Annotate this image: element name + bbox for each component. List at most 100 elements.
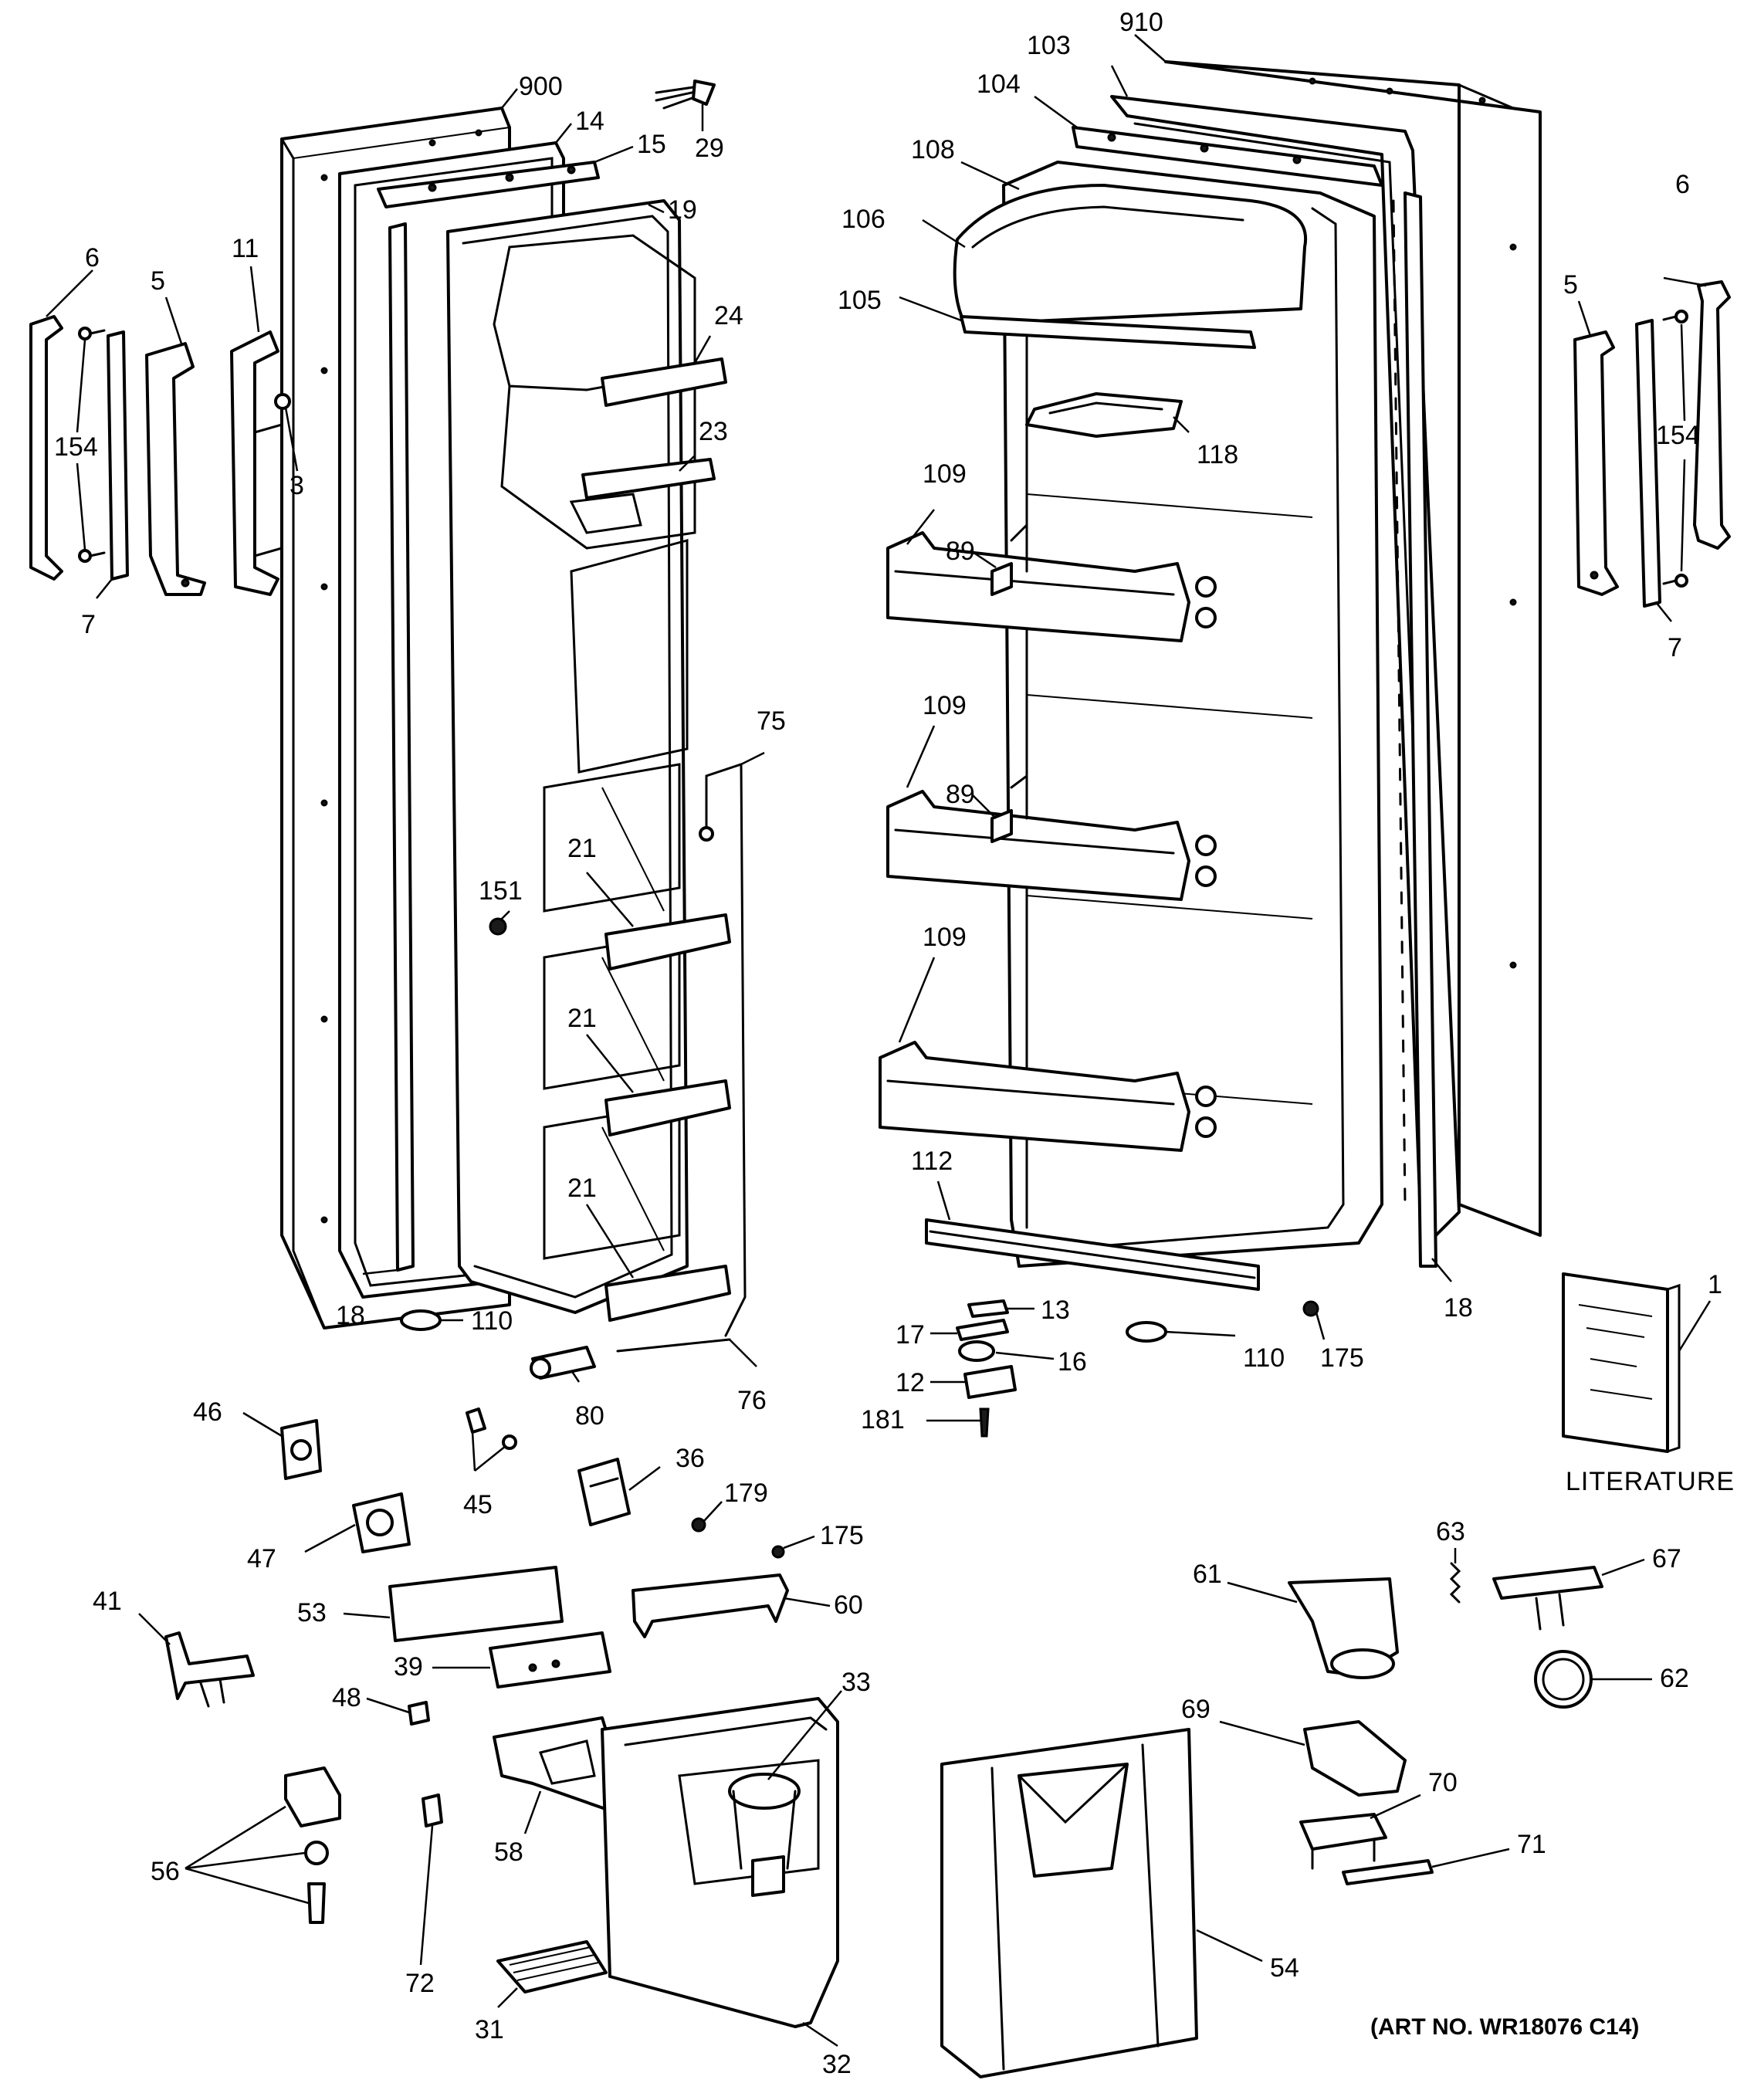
- callout-13: 13: [1041, 1296, 1070, 1325]
- dairy-door-105: [960, 315, 1256, 349]
- callout-112: 112: [911, 1147, 953, 1176]
- callout-11: 11: [232, 234, 259, 263]
- callout-58: 58: [494, 1838, 523, 1867]
- callout-151: 151: [479, 876, 523, 906]
- freezer-shelf-bar-21-lower: [604, 1265, 731, 1322]
- freezer-side-strip: [388, 222, 415, 1272]
- callout-5-right: 5: [1563, 270, 1578, 300]
- freezer-handle-mount-5: [145, 342, 206, 596]
- callout-61: 61: [1193, 1560, 1222, 1589]
- literature-label: LITERATURE: [1566, 1467, 1735, 1496]
- callout-7-right: 7: [1668, 633, 1682, 662]
- dispenser-recess-54: [940, 1728, 1198, 2078]
- chute-61: [1288, 1577, 1399, 1679]
- callout-109-upper: 109: [923, 459, 967, 489]
- callout-29: 29: [695, 134, 724, 163]
- door-stop-110-right: [1126, 1321, 1167, 1343]
- actuator-47: [352, 1492, 411, 1553]
- callout-104: 104: [977, 69, 1021, 99]
- callout-62: 62: [1660, 1664, 1689, 1693]
- callout-89-middle: 89: [946, 780, 975, 809]
- callout-41: 41: [93, 1587, 122, 1616]
- callout-108: 108: [911, 135, 955, 164]
- clip-3: [274, 393, 291, 410]
- switch-48: [408, 1701, 430, 1726]
- callout-3: 3: [290, 471, 304, 500]
- callout-21-middle: 21: [567, 1004, 597, 1033]
- door-flap-69: [1303, 1720, 1407, 1797]
- dispenser-recess-parts: [940, 1562, 1603, 2078]
- callout-labels: 900 14 15 29 19 6 5 11 154 3 7 24 23 75 …: [54, 8, 1735, 2079]
- fresh-food-door-assembly: [879, 60, 1542, 1438]
- callout-109-lower: 109: [923, 923, 967, 952]
- literature-booklet: [1562, 1272, 1681, 1453]
- callout-154-right: 154: [1656, 421, 1700, 450]
- callout-32: 32: [822, 2050, 852, 2079]
- callout-47: 47: [247, 1544, 276, 1573]
- panel-53: [388, 1566, 564, 1642]
- switch-46: [280, 1419, 322, 1480]
- callout-21-lower: 21: [567, 1174, 597, 1203]
- freezer-shelf-bar-24: [601, 357, 727, 407]
- door-bin-109-upper: [886, 531, 1217, 642]
- callout-56: 56: [151, 1857, 180, 1886]
- callout-53: 53: [297, 1598, 327, 1628]
- freezer-door-liner: [446, 199, 696, 1314]
- callout-33: 33: [841, 1668, 871, 1697]
- callout-12: 12: [896, 1368, 925, 1397]
- freezer-handle-bracket-11: [230, 330, 283, 596]
- control-board-39: [489, 1631, 611, 1688]
- fresh-food-handle-mount-5: [1573, 330, 1619, 596]
- callout-110-right: 110: [1243, 1343, 1285, 1373]
- callout-179: 179: [724, 1478, 768, 1508]
- callout-69: 69: [1181, 1695, 1211, 1724]
- callout-175-right: 175: [1320, 1343, 1364, 1373]
- callout-15: 15: [637, 130, 666, 159]
- callout-110-left: 110: [471, 1306, 513, 1336]
- water-fitting-80: [530, 1346, 596, 1380]
- leader-lines: [46, 34, 1712, 2048]
- freezer-handle-parts: [29, 315, 291, 596]
- screw-175-right: [1302, 1300, 1319, 1317]
- door-bin-109-middle: [886, 790, 1217, 901]
- callout-154-left: 154: [54, 432, 98, 462]
- clips-45: [466, 1407, 517, 1450]
- callout-14: 14: [575, 107, 604, 136]
- freezer-door-assembly: [280, 80, 747, 1380]
- hinge-bushing-16: [958, 1340, 995, 1362]
- callout-105: 105: [838, 286, 882, 315]
- callout-89-upper: 89: [946, 537, 975, 566]
- dispenser-parts: [164, 1407, 839, 2028]
- freezer-handle-trim-7: [107, 330, 129, 581]
- hinge-12: [963, 1365, 1017, 1399]
- callout-17: 17: [896, 1320, 925, 1350]
- callout-75: 75: [757, 706, 786, 736]
- callout-7-left: 7: [81, 610, 96, 639]
- fresh-food-door-liner-108: [1002, 161, 1407, 1268]
- callout-60: 60: [834, 1590, 863, 1620]
- fresh-food-handle-parts: [1573, 280, 1731, 608]
- callout-23: 23: [699, 417, 728, 446]
- bracket-67: [1492, 1566, 1603, 1631]
- callout-118: 118: [1197, 440, 1238, 469]
- fresh-food-handle-trim-7: [1635, 319, 1661, 608]
- hinge-cover-13: [967, 1299, 1009, 1318]
- callout-5-left: 5: [151, 266, 165, 296]
- callout-48: 48: [332, 1683, 361, 1712]
- art-number: (ART NO. WR18076 C14): [1370, 2014, 1639, 2040]
- seal-ring-62: [1534, 1650, 1593, 1709]
- callout-36: 36: [676, 1444, 705, 1473]
- wire-harness-29: [655, 80, 716, 110]
- callout-103: 103: [1027, 31, 1071, 60]
- callout-21-upper: 21: [567, 834, 597, 863]
- spring-63: [1449, 1562, 1461, 1604]
- bin-divider-89-middle: [990, 774, 1028, 843]
- lamp-socket-56: [284, 1766, 341, 1924]
- fresh-food-door-panel: [1164, 60, 1542, 1237]
- callout-80: 80: [575, 1401, 604, 1431]
- callout-70: 70: [1428, 1768, 1458, 1797]
- solenoid-36: [577, 1458, 631, 1526]
- callout-109-middle: 109: [923, 691, 967, 720]
- callout-39: 39: [394, 1652, 423, 1682]
